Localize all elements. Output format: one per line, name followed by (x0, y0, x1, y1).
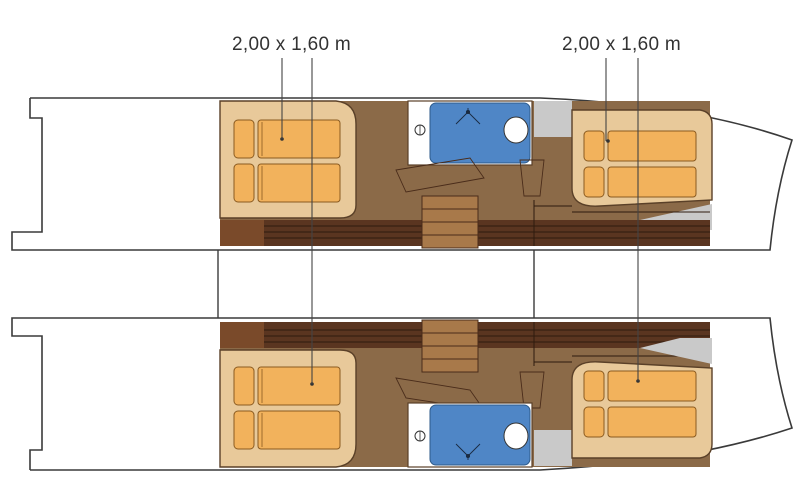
bottom-shower-drain-icon (455, 443, 481, 460)
bottom-shower (429, 404, 531, 466)
top-shower (429, 102, 531, 164)
bottom-stairs (421, 319, 479, 373)
bottom-bow-grey (640, 338, 712, 364)
bottom-sink-icon (414, 430, 426, 442)
top-forward-bed (583, 130, 697, 198)
bottom-aft-bed (233, 366, 341, 450)
top-hall-rug (395, 157, 485, 193)
top-grey-panel (534, 101, 572, 137)
top-stairs (421, 195, 479, 249)
top-sink-icon (414, 124, 426, 136)
top-hall-cabinet (519, 159, 545, 197)
top-aft-bed (233, 119, 341, 203)
bed-dimension-label-right: 2,00 x 1,60 m (562, 34, 682, 55)
bottom-grey-panel (534, 430, 572, 466)
bed-dimension-label-left: 2,00 x 1,60 m (232, 34, 352, 55)
top-hull-interior (219, 100, 713, 249)
top-shower-drain-icon (455, 108, 481, 125)
top-toilet-icon (503, 116, 529, 144)
bottom-toilet-icon (503, 422, 529, 450)
bottom-forward-bed (583, 370, 697, 438)
bottom-hull-interior (219, 319, 713, 468)
dimension-leader-lines (281, 58, 639, 384)
bottom-hall-cabinet (519, 371, 545, 409)
